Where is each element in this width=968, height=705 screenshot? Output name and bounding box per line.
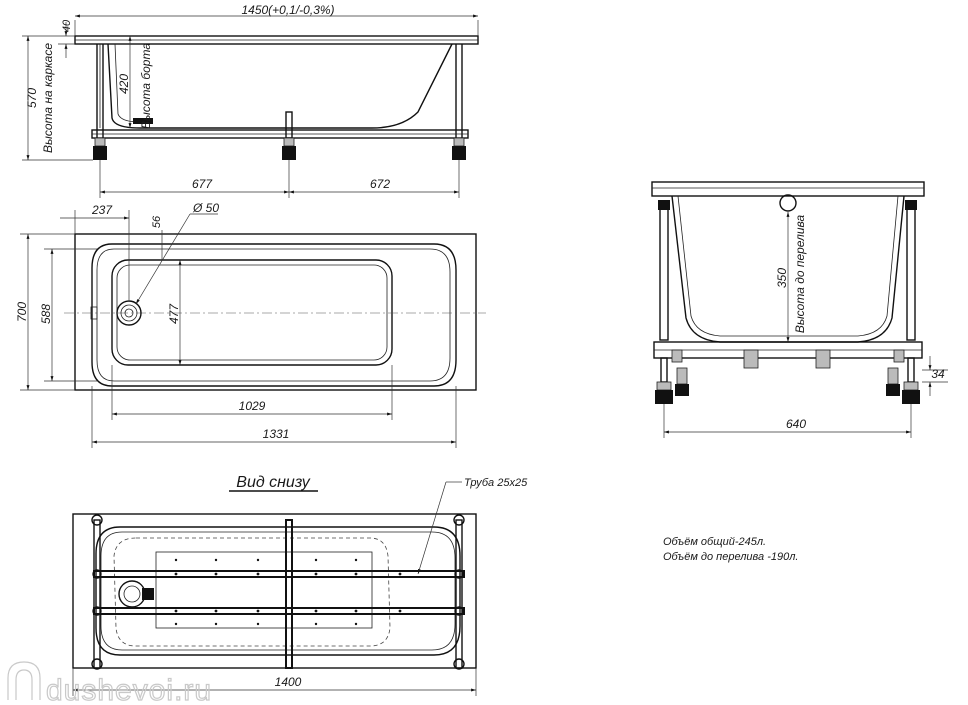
side-view: 1450(+0,1/-0,3%) 40 570 Высота на каркас… [22,3,479,198]
end-view: 350 Высота до перелива 34 640 [651,181,948,438]
dim-end-width-label: 640 [786,417,806,431]
dim-inner-width-label: 588 [39,304,53,324]
bottom-center-crossbar [285,519,293,669]
bottom-bolts [174,558,402,626]
dim-foot-label: 34 [931,367,945,381]
bottom-dashed-outline [113,537,391,647]
side-feet [93,137,466,160]
dim-right-span-label: 672 [370,177,390,191]
top-view: 237 56 Ø 50 700 588 477 1029 1331 [15,201,486,448]
bottom-feet [91,514,465,670]
dim-total-height-label: 570 [25,88,39,108]
label-side-height: Высота борта [139,43,153,129]
label-pipe: Труба 25x25 [464,477,528,489]
top-drain [116,300,142,326]
top-bath-bottom [111,259,393,366]
bottom-view: Вид снизу [72,474,528,696]
dim-width-label: 700 [15,302,29,322]
dim-bottom-width-label: 477 [167,303,181,324]
dim-bottom-length-label: 1029 [239,399,266,413]
top-inner-rim [91,243,457,387]
dim-left-span-label: 677 [192,177,213,191]
dim-bottom-length-label: 1400 [275,675,302,689]
dim-inner-length-label: 1331 [263,427,290,441]
dim-offset-label: 237 [91,203,113,217]
bottom-drain [118,580,154,608]
dim-side-height-label: 420 [117,74,131,94]
bottom-outer-rim [72,513,477,669]
watermark-text: dushevoi.ru [46,674,212,705]
end-feet [655,357,920,404]
end-rim [651,181,925,197]
volume-total: Объём общий-245л. [663,536,766,548]
dim-drain-diameter-label: Ø 50 [192,201,219,215]
watermark: dushevoi.ru [7,661,212,705]
label-frame-height: Высота на каркасе [41,43,55,153]
bottom-frame-rail-bottom [93,607,465,615]
side-tub-body [107,43,453,129]
dim-drain-offset-label: 56 [151,215,163,228]
bottom-frame-rail-top [93,570,465,578]
volume-to-overflow: Объём до перелива -190л. [663,551,799,563]
bottom-view-title: Вид снизу [236,474,310,491]
label-overflow-height: Высота до перелива [793,214,807,333]
volume-notes: Объём общий-245л. Объём до перелива -190… [663,536,799,563]
dim-length-label: 1450(+0,1/-0,3%) [241,3,334,17]
dim-rim-label: 40 [61,19,73,32]
dim-overflow-height-label: 350 [775,268,789,288]
top-outer-rim [74,233,477,391]
